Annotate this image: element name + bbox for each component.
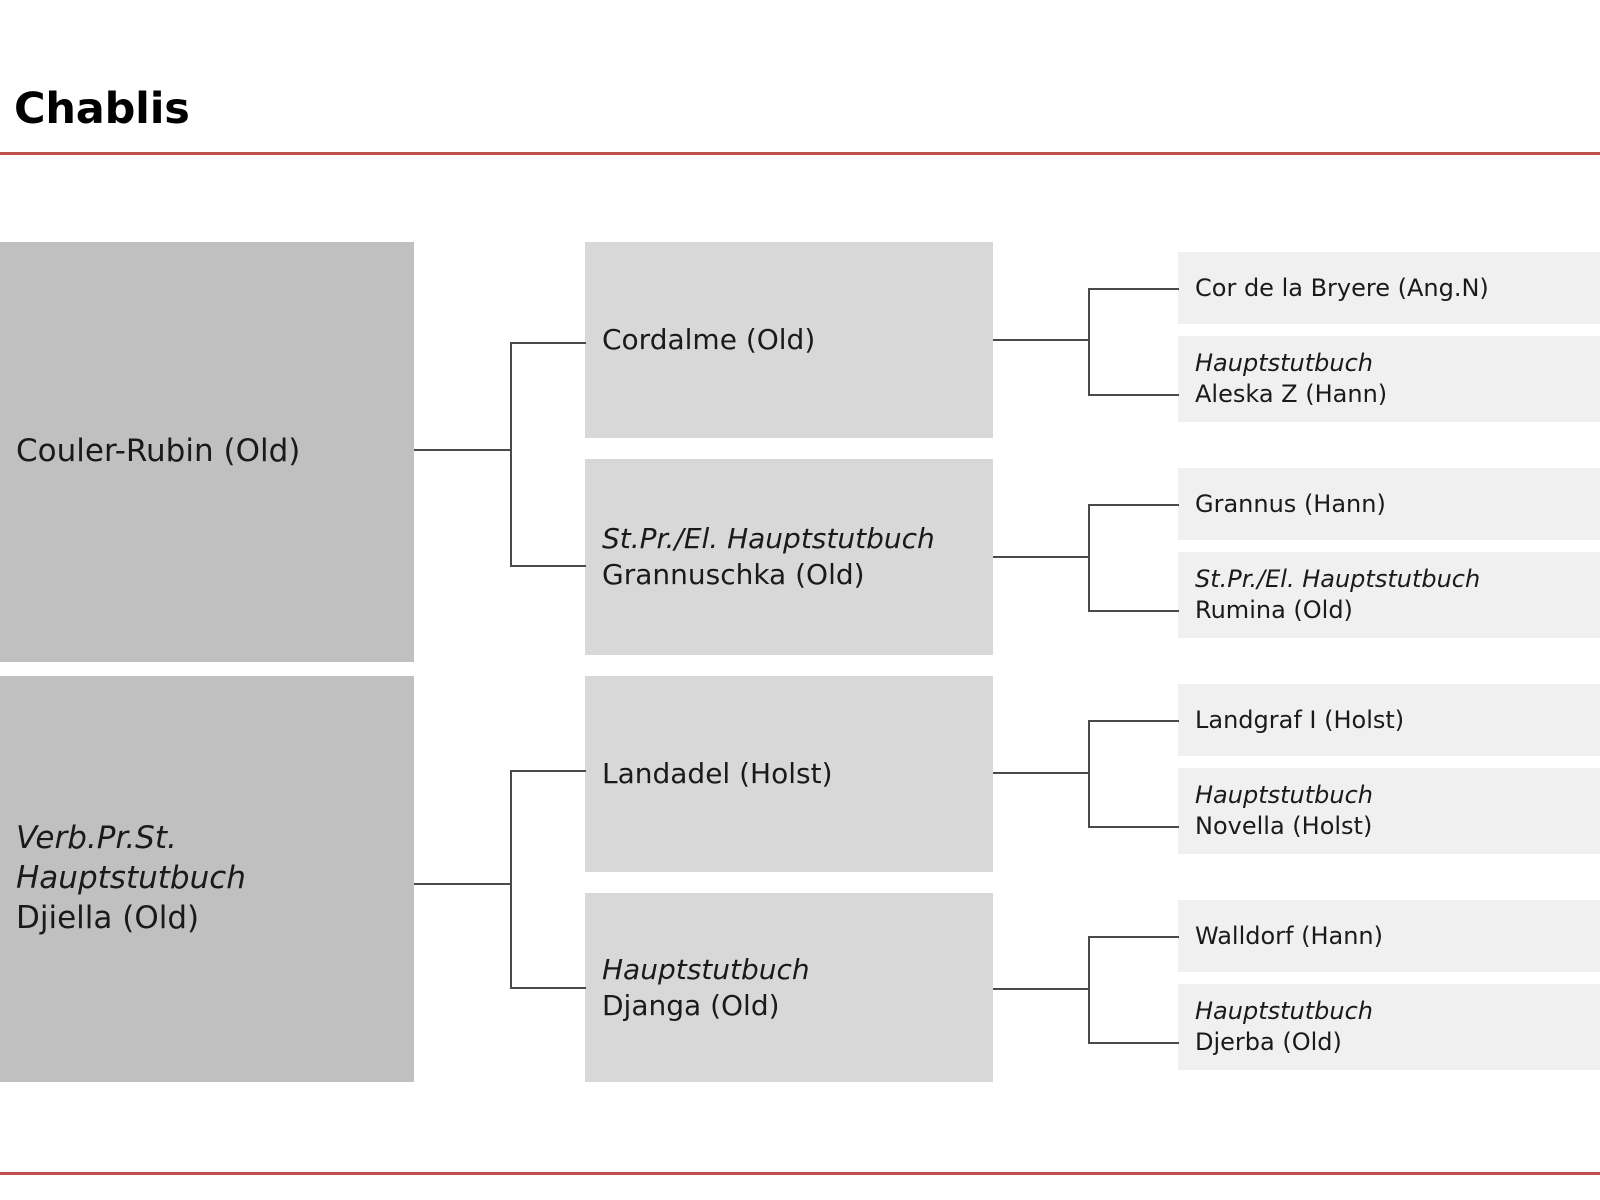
node-name: Novella (Holst) xyxy=(1195,812,1373,840)
pedigree-node-dam-sire-sire[interactable]: Landgraf I (Holst) xyxy=(1178,684,1600,756)
connector-sire-sire-to-sire xyxy=(1088,288,1179,290)
pedigree-node-sire-sire-sire[interactable]: Cor de la Bryere (Ang.N) xyxy=(1178,252,1600,324)
connector-sire-to-sire-sire xyxy=(510,342,586,344)
connector-dam-dam-stem xyxy=(993,988,1090,990)
node-name: Djanga (Old) xyxy=(602,988,780,1022)
pedigree-node-dam-dam[interactable]: Hauptstutbuch Djanga (Old) xyxy=(585,893,993,1082)
connector-sire-sire-to-dam xyxy=(1088,394,1179,396)
node-prefix: Hauptstutbuch xyxy=(1195,781,1373,810)
connector-dam-sire-stem xyxy=(993,772,1090,774)
pedigree-node-sire-sire-dam[interactable]: Hauptstutbuch Aleska Z (Hann) xyxy=(1178,336,1600,422)
connector-sire-dam-to-sire xyxy=(1088,504,1179,506)
pedigree-node-sire-sire[interactable]: Cordalme (Old) xyxy=(585,242,993,438)
connector-dam-sire-to-sire xyxy=(1088,720,1179,722)
connector-dam-stem xyxy=(414,883,512,885)
connector-dam-to-dam-sire xyxy=(510,770,586,772)
connector-sire-dam-to-dam xyxy=(1088,610,1179,612)
connector-dam-dam-spine xyxy=(1088,936,1090,1044)
node-name: Grannus (Hann) xyxy=(1195,489,1386,518)
pedigree-node-dam-dam-sire[interactable]: Walldorf (Hann) xyxy=(1178,900,1600,972)
node-prefix: Hauptstutbuch xyxy=(1195,349,1373,378)
pedigree-node-dam-sire[interactable]: Landadel (Holst) xyxy=(585,676,993,872)
connector-sire-to-sire-dam xyxy=(510,565,586,567)
node-name: Grannuschka (Old) xyxy=(602,558,865,591)
pedigree-node-sire-dam-sire[interactable]: Grannus (Hann) xyxy=(1178,468,1600,540)
pedigree-node-dam[interactable]: Verb.Pr.St. Hauptstutbuch Djiella (Old) xyxy=(0,676,414,1082)
connector-sire-dam-stem xyxy=(993,556,1090,558)
connector-dam-dam-to-sire xyxy=(1088,936,1179,938)
node-prefix: Hauptstutbuch xyxy=(602,952,810,986)
pedigree-node-sire[interactable]: Couler-Rubin (Old) xyxy=(0,242,414,662)
connector-sire-stem xyxy=(414,449,512,451)
node-name: Landgraf I (Holst) xyxy=(1195,705,1405,734)
connector-dam-sire-to-dam xyxy=(1088,826,1179,828)
page-title: Chablis xyxy=(14,84,190,134)
node-name: Cor de la Bryere (Ang.N) xyxy=(1195,273,1489,302)
connector-sire-sire-stem xyxy=(993,339,1090,341)
node-name: Djiella (Old) xyxy=(16,899,200,936)
connector-sire-dam-spine xyxy=(1088,504,1090,612)
node-name: Cordalme (Old) xyxy=(602,323,816,357)
node-name: Rumina (Old) xyxy=(1195,596,1353,624)
node-prefix: Verb.Pr.St. Hauptstutbuch xyxy=(16,820,246,897)
connector-dam-dam-to-dam xyxy=(1088,1042,1179,1044)
connector-dam-spine xyxy=(510,770,512,989)
pedigree-node-sire-dam[interactable]: St.Pr./El. Hauptstutbuch Grannuschka (Ol… xyxy=(585,459,993,655)
node-name: Landadel (Holst) xyxy=(602,757,833,791)
pedigree-node-dam-dam-dam[interactable]: Hauptstutbuch Djerba (Old) xyxy=(1178,984,1600,1070)
connector-dam-to-dam-dam xyxy=(510,987,586,989)
connector-dam-sire-spine xyxy=(1088,720,1090,828)
node-prefix: St.Pr./El. Hauptstutbuch xyxy=(602,522,935,556)
footer-divider-rule xyxy=(0,1172,1600,1175)
pedigree-node-sire-dam-dam[interactable]: St.Pr./El. Hauptstutbuch Rumina (Old) xyxy=(1178,552,1600,638)
node-name: Djerba (Old) xyxy=(1195,1028,1342,1056)
node-prefix: Hauptstutbuch xyxy=(1195,997,1373,1026)
node-name: Couler-Rubin (Old) xyxy=(16,433,301,470)
connector-sire-sire-spine xyxy=(1088,288,1090,396)
node-name: Aleska Z (Hann) xyxy=(1195,380,1388,408)
node-name: Walldorf (Hann) xyxy=(1195,921,1384,950)
pedigree-node-dam-sire-dam[interactable]: Hauptstutbuch Novella (Holst) xyxy=(1178,768,1600,854)
header-divider-rule xyxy=(0,152,1600,155)
connector-sire-spine xyxy=(510,342,512,567)
node-prefix: St.Pr./El. Hauptstutbuch xyxy=(1195,565,1481,594)
